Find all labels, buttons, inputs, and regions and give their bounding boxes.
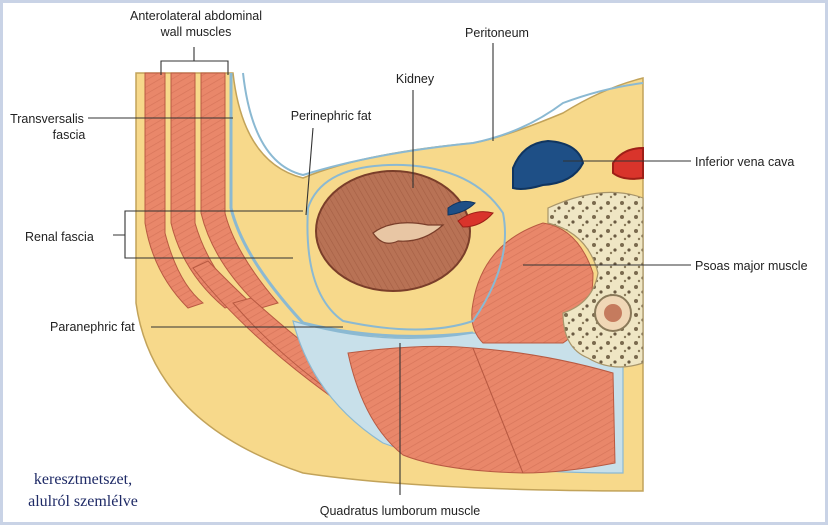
abdominal-wall-muscle-1 [144,72,205,309]
label-transversalis-line2: fascia [53,128,86,142]
label-psoas-major: Psoas major muscle [695,259,808,273]
label-quadratus-lumborum: Quadratus lumborum muscle [320,504,481,518]
abdominal-wall-muscle-3 [200,72,279,309]
label-transversalis-line1: Transversalis [10,112,84,126]
label-perinephric-fat: Perinephric fat [291,109,372,123]
label-renal-fascia: Renal fascia [25,230,94,244]
label-anterolateral-line1: Anterolateral abdominal [130,9,262,23]
quadratus-lumborum-shape [347,345,524,474]
renal-fascia-bracket [113,210,135,259]
label-peritoneum: Peritoneum [465,26,529,40]
peritoneum-line [242,72,644,177]
leader-perinephric [305,127,314,216]
renal-artery [457,211,494,228]
label-anterolateral-line2: wall muscles [160,25,232,39]
aorta-shape [612,146,644,180]
label-inferior-vena-cava: Inferior vena cava [695,155,794,169]
renal-vein [447,200,476,216]
inferior-vena-cava-shape [512,139,585,190]
retroperitoneum-cross-section-diagram: Anterolateral abdominal wall muscles Per… [10,9,808,518]
caption-line2: alulról szemlélve [28,493,138,510]
renal-pelvis [372,222,445,244]
spinal-cord [604,304,622,322]
renal-fascia-outline [306,163,506,331]
label-paranephric-fat: Paranephric fat [50,320,135,334]
label-kidney: Kidney [396,72,435,86]
back-muscle-shape [472,347,616,474]
anterolateral-bracket [160,47,229,75]
transversalis-fascia-line [229,73,474,338]
caption-line1: keresztmetszet, [34,471,132,488]
